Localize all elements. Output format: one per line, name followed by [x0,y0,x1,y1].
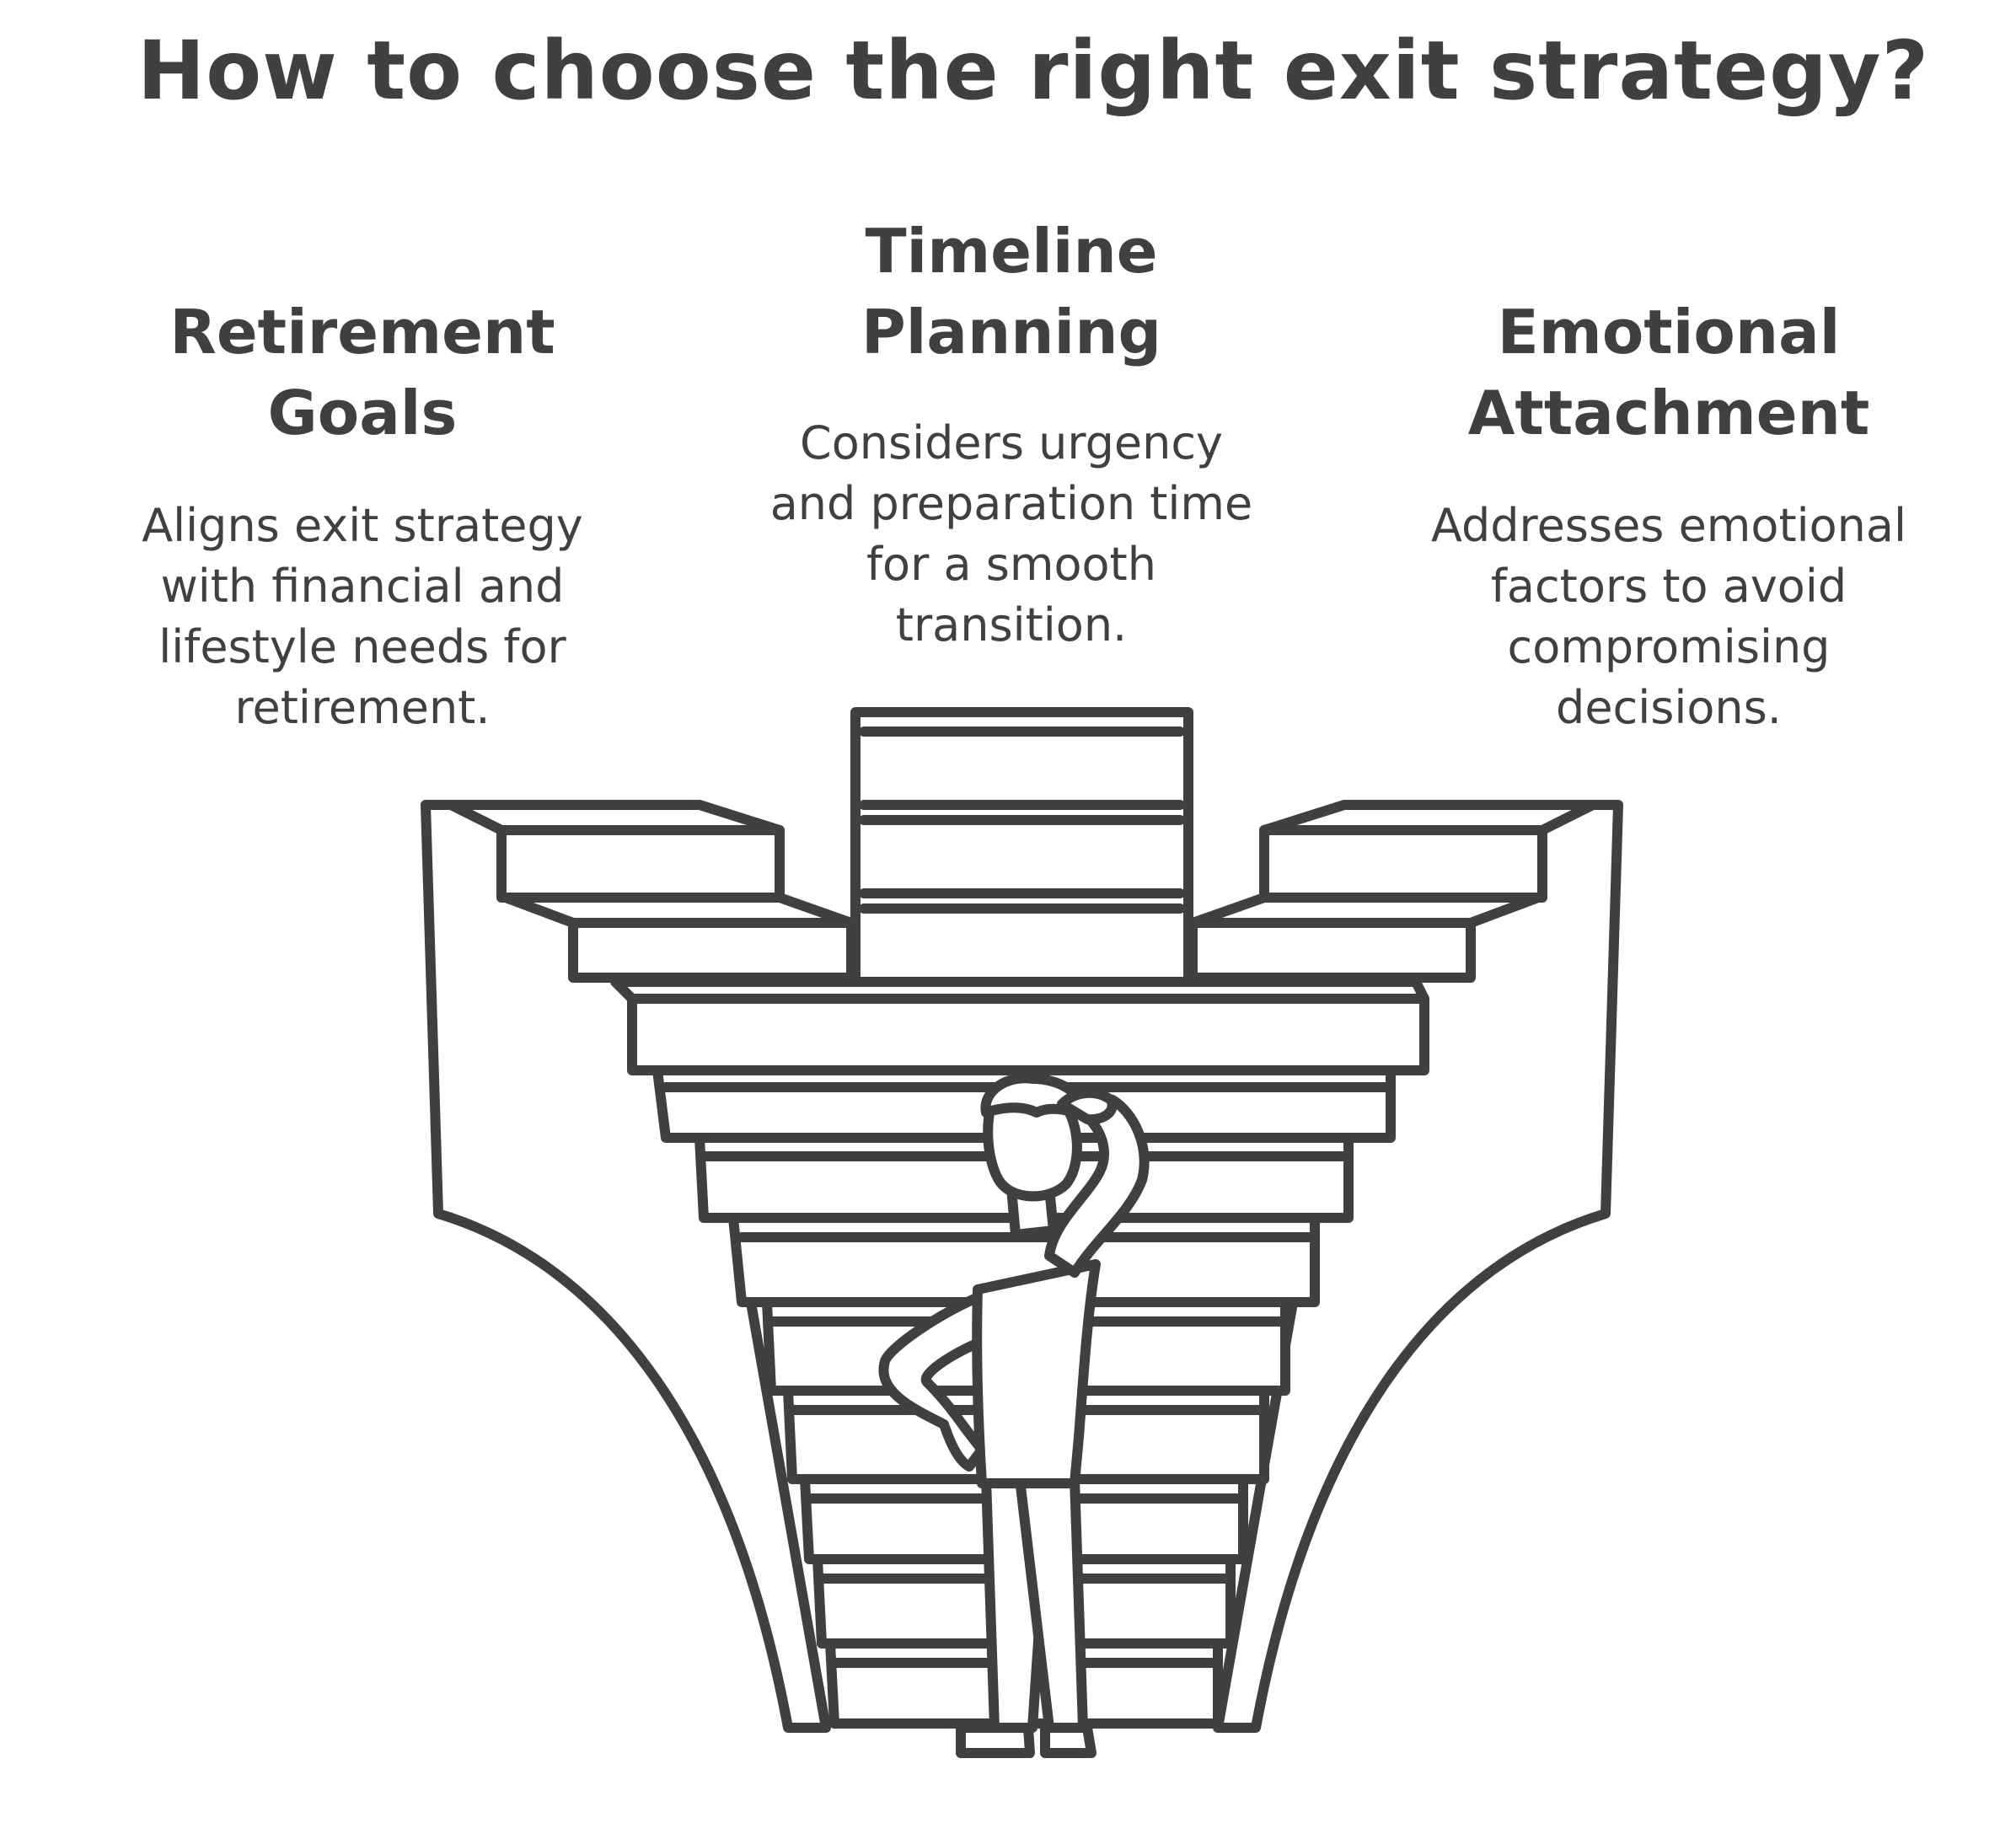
left-upper-steps [446,800,856,983]
central-tower [850,707,1193,987]
person-icon [878,1073,1150,1758]
factor-description-timeline-planning: Considers urgency and preparation time f… [769,416,1253,651]
factor-heading-retirement-goals: Retirement Goals [169,297,555,448]
factor-description-retirement-goals: Aligns exit strategy with financial and … [142,499,583,734]
factor-description-emotional-attachment: Addresses emotional factors to avoid com… [1431,499,1906,734]
right-wall-icon [1213,800,1623,1733]
left-wall-icon [421,800,831,1733]
factor-heading-timeline-planning: Timeline Planning [861,216,1162,367]
factor-heading-emotional-attachment: Emotional Attachment [1467,297,1870,448]
diagram-title: How to choose the right exit strategy? [137,24,1930,118]
